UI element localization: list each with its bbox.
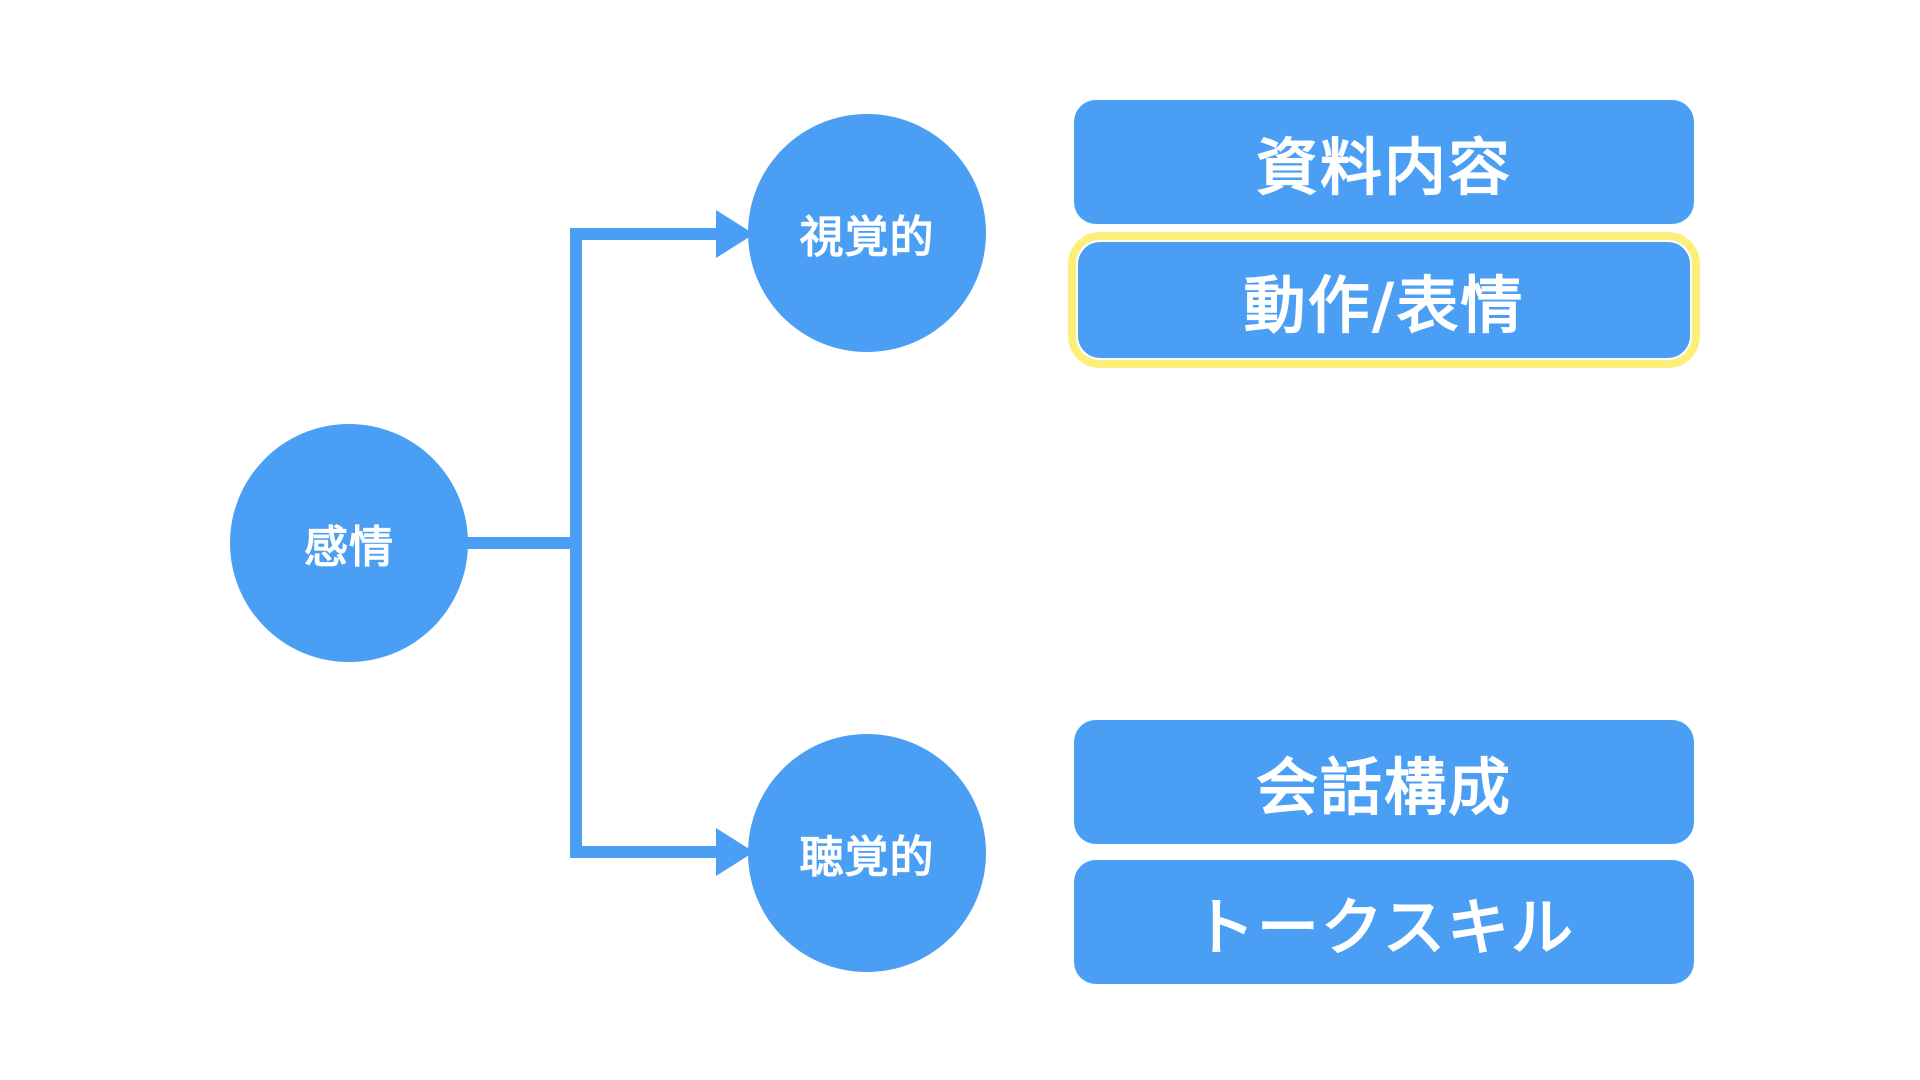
item-label: 会話構成: [1255, 751, 1512, 824]
tree-connector: [465, 228, 718, 858]
root-node-emotion: 感情: [230, 424, 468, 662]
item-box-talk-skill: トークスキル: [1074, 860, 1694, 984]
item-box-gesture-expression: 動作/表情: [1068, 232, 1700, 368]
branch-node-auditory-label: 聴覚的: [799, 832, 935, 883]
branch-node-visual: 視覚的: [748, 114, 986, 352]
item-box-material-content: 資料内容: [1074, 100, 1694, 224]
auditory-arrowhead: [716, 828, 754, 876]
branch-node-auditory: 聴覚的: [748, 734, 986, 972]
item-box-conversation-structure: 会話構成: [1074, 720, 1694, 844]
item-label: 資料内容: [1255, 131, 1512, 204]
visual-arrowhead: [716, 210, 754, 258]
item-label: トークスキル: [1192, 891, 1576, 964]
branch-node-visual-label: 視覚的: [799, 212, 935, 263]
root-node-label: 感情: [304, 522, 394, 573]
item-label: 動作/表情: [1243, 269, 1525, 342]
